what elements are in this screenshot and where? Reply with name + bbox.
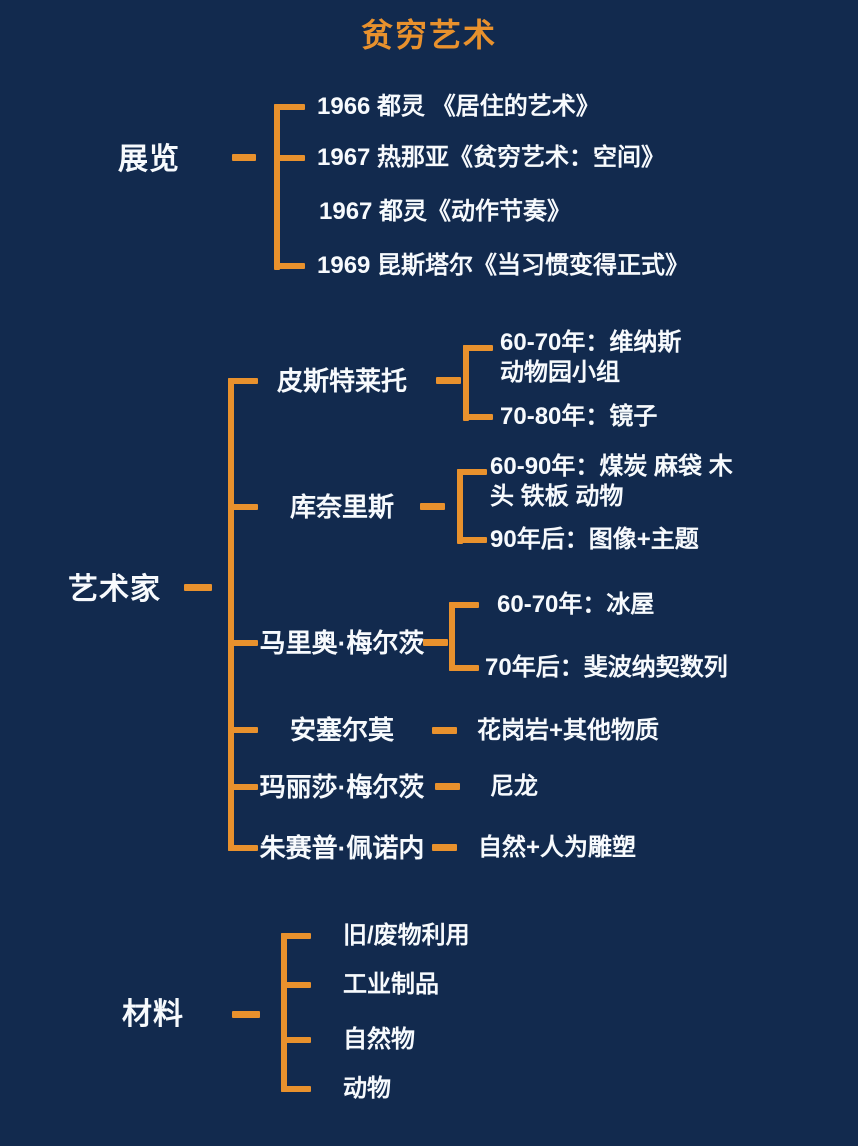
artist-material: 花岗岩+其他物质 [477, 717, 660, 744]
connector-dash [420, 503, 445, 510]
bracket-tick [463, 345, 493, 351]
connector-dash [232, 1011, 260, 1018]
artist-period: 60-70年：维纳斯 动物园小组 [500, 329, 682, 386]
materials-label: 材料 [122, 998, 184, 1031]
exhibition-item: 1969 昆斯塔尔《当习惯变得正式》 [317, 252, 690, 279]
artist-name: 库奈里斯 [289, 492, 394, 522]
material-item: 工业制品 [343, 971, 439, 998]
artist-name: 安塞尔莫 [289, 715, 394, 745]
exhibition-item: 1967 都灵《动作节奏》 [319, 198, 572, 225]
bracket-vertical-line [449, 602, 455, 671]
bracket-tick [228, 378, 258, 384]
material-item: 动物 [343, 1075, 391, 1102]
connector-dash [436, 377, 461, 384]
artist-material: 尼龙 [490, 773, 538, 800]
artists-label: 艺术家 [68, 573, 161, 606]
artist-name: 皮斯特莱托 [276, 366, 407, 396]
artist-name: 玛丽莎·梅尔茨 [259, 772, 425, 802]
bracket-tick [281, 982, 311, 988]
bracket-tick [274, 104, 305, 110]
artist-period: 90年后：图像+主题 [490, 526, 699, 553]
connector-dash [432, 727, 457, 734]
bracket-tick [457, 537, 487, 543]
connector-dash [435, 783, 460, 790]
bracket-vertical-line [228, 378, 234, 851]
artist-period: 60-90年：煤炭 麻袋 木 头 铁板 动物 [490, 453, 733, 510]
artist-material: 自然+人为雕塑 [478, 834, 637, 861]
connector-dash [423, 639, 448, 646]
bracket-tick [281, 1086, 311, 1092]
artist-period: 70-80年：镜子 [500, 403, 658, 430]
bracket-tick [463, 414, 493, 420]
artist-period: 70年后：斐波纳契数列 [485, 654, 728, 681]
page-title: 贫穷艺术 [360, 17, 497, 53]
artist-name: 朱赛普·佩诺内 [259, 833, 425, 863]
bracket-tick [228, 784, 258, 790]
exhibition-item: 1966 都灵 《居住的艺术》 [317, 93, 600, 120]
bracket-vertical-line [463, 345, 469, 421]
bracket-tick [281, 933, 311, 939]
exhibitions-label: 展览 [118, 143, 180, 176]
bracket-vertical-line [457, 469, 463, 544]
material-item: 旧/废物利用 [343, 922, 470, 949]
connector-dash [232, 154, 256, 161]
bracket-tick [228, 845, 258, 851]
bracket-tick [457, 469, 487, 475]
bracket-tick [449, 665, 479, 671]
bracket-vertical-line [274, 104, 280, 270]
connector-dash [184, 584, 212, 591]
bracket-tick [228, 640, 258, 646]
bracket-vertical-line [281, 933, 287, 1092]
artist-period: 60-70年：冰屋 [497, 591, 655, 618]
artist-name: 马里奥·梅尔茨 [259, 628, 425, 658]
material-item: 自然物 [343, 1026, 415, 1053]
bracket-tick [274, 155, 305, 161]
bracket-tick [449, 602, 479, 608]
bracket-tick [274, 263, 305, 269]
bracket-tick [281, 1037, 311, 1043]
connector-dash [432, 844, 457, 851]
bracket-tick [228, 504, 258, 510]
exhibition-item: 1967 热那亚《贫穷艺术：空间》 [317, 144, 666, 171]
bracket-tick [228, 727, 258, 733]
